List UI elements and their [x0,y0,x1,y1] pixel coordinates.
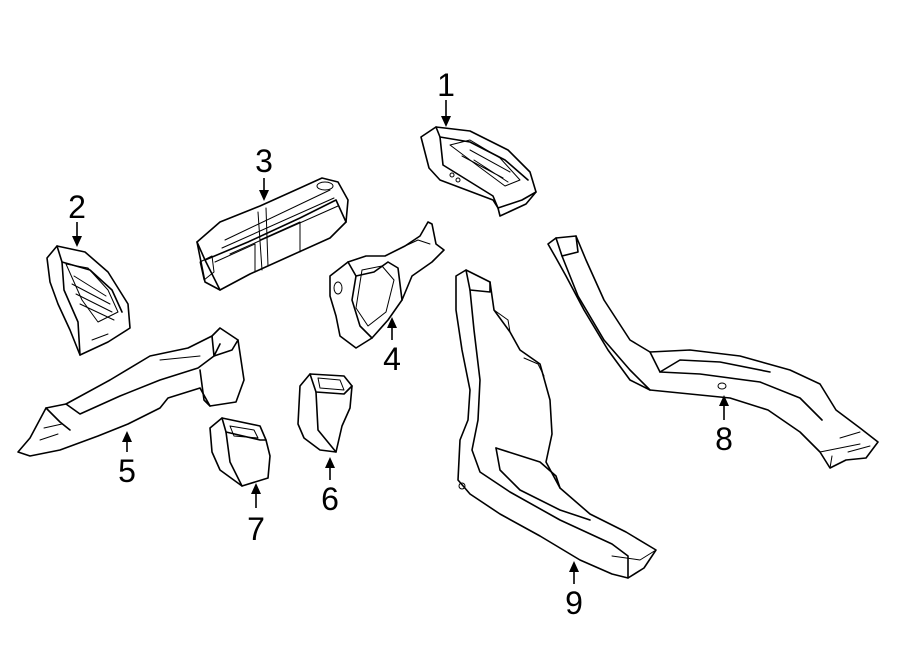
callout-1: 1 [437,67,455,103]
part-8-right-duct [547,235,879,469]
leader-lines [72,100,729,584]
callout-6: 6 [321,481,339,517]
part-5-lower-left-duct [17,327,245,457]
callout-8: 8 [715,421,733,457]
part-7-floor-duct [209,417,271,487]
callout-9: 9 [565,585,583,621]
part-9-center-duct [455,269,657,579]
callout-2: 2 [68,189,86,225]
callout-4: 4 [383,341,401,377]
callout-3: 3 [255,143,273,179]
callout-5: 5 [118,453,136,489]
part-2-side-vent [46,245,131,356]
part-4-duct-bracket [329,221,445,349]
callout-labels: 1 2 3 4 5 6 7 8 9 [68,67,733,621]
part-1-center-vent [420,126,537,217]
part-6-small-duct [297,373,353,453]
part-3-center-dash-vent [196,177,349,291]
callout-7: 7 [247,511,265,547]
